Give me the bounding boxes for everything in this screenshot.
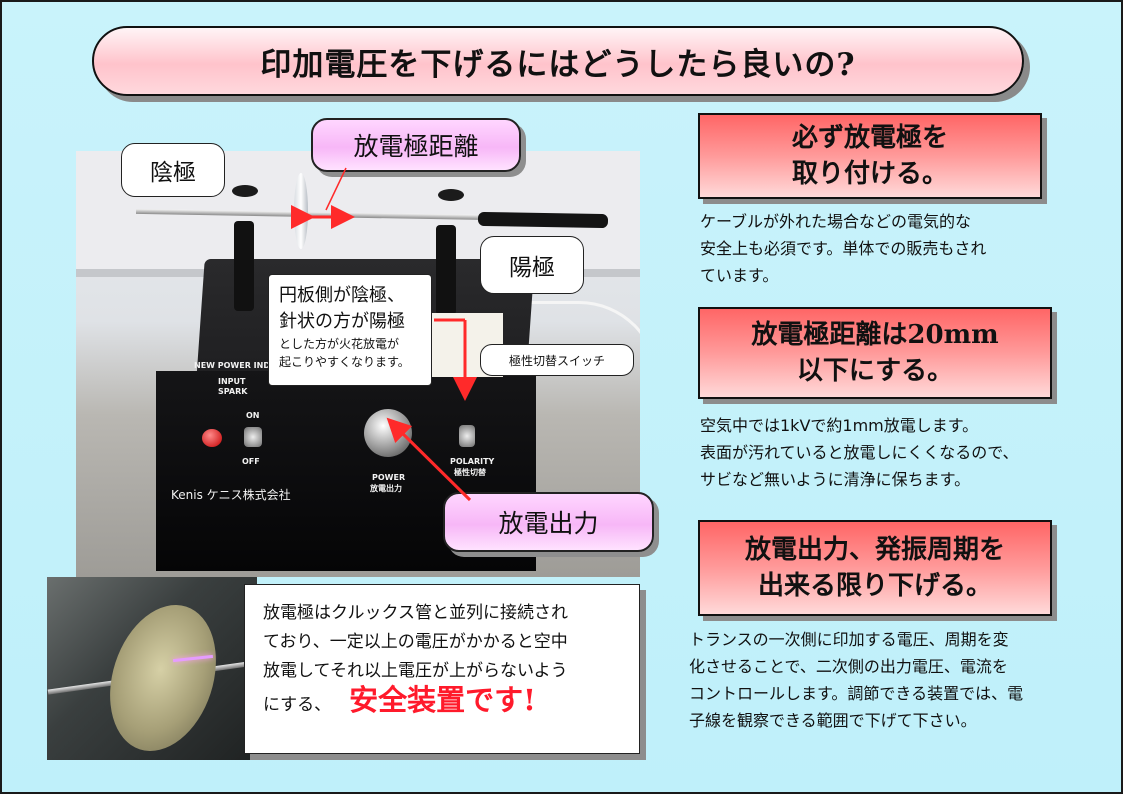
photo-panel-label: NEW POWER INDUCTION (194, 361, 305, 370)
polarity-note-line1: 円板側が陰極、 (279, 285, 405, 306)
point1-heading: 必ず放電極を 取り付ける。 (698, 113, 1042, 199)
photo-on-label: ON (246, 411, 260, 420)
point2-heading-line1: 放電極距離は20mm (751, 320, 999, 350)
point2-desc-line1: 空気中では1kVで約1mm放電します。 (700, 416, 979, 435)
safety-line1: 放電極はクルックス管と並列に接続され (263, 603, 568, 623)
photo-polarity-label: POLARITY (450, 457, 495, 466)
photo-input-label: INPUT (218, 377, 246, 386)
point3-heading-line1: 放電出力、発振周期を (744, 535, 1005, 565)
point1-desc-line3: ています。 (700, 266, 779, 285)
photo-power-jp: 放電出力 (370, 484, 402, 493)
safety-line4: にする、 (263, 695, 332, 715)
photo-polarity-switch (459, 425, 475, 447)
point2-desc-line3: サビなど無いように清浄に保ちます。 (700, 470, 971, 489)
safety-line2: ており、一定以上の電圧がかかると空中 (263, 632, 568, 652)
point3-desc-line3: コントロールします。調節できる装置では、電 (689, 684, 1024, 703)
point1-desc-line2: 安全上も必須です。単体での販売もされ (700, 239, 987, 258)
photo-cable (506, 301, 640, 464)
photo-power-switch (244, 427, 262, 447)
point1-desc-line1: ケーブルが外れた場合などの電気的な (700, 212, 972, 231)
polarity-note-line2: 針状の方が陽極 (279, 311, 405, 332)
anode-label: 陽極 (480, 236, 584, 294)
polarity-switch-label: 極性切替スイッチ (480, 344, 634, 376)
polarity-note-line3: とした方が火花放電が (279, 337, 400, 351)
polarity-note-line4: 起こりやすくなります。 (279, 355, 410, 369)
safety-emphasis: 安全装置です! (349, 683, 536, 717)
point1-heading-line1: 必ず放電極を (791, 123, 948, 153)
slide-title: 印加電圧を下げるにはどうしたら良いの? (92, 26, 1024, 96)
point3-desc-line2: 化させることで、二次側の出力電圧、電流を (689, 657, 1008, 676)
photo-pilot-lamp (202, 429, 222, 447)
point3-desc-line1: トランスの一次側に印加する電圧、周期を変 (689, 630, 1009, 649)
electrode-distance-label: 放電極距離 (311, 118, 521, 172)
point3-desc-line4: 子線を観察できる範囲で下げて下さい。 (689, 711, 977, 730)
point1-description: ケーブルが外れた場合などの電気的な 安全上も必須です。単体での販売もされ ていま… (700, 208, 1090, 289)
polarity-note: 円板側が陰極、 針状の方が陽極 とした方が火花放電が 起こりやすくなります。 (268, 274, 432, 386)
point3-heading: 放電出力、発振周期を 出来る限り下げる。 (698, 520, 1052, 616)
photo-anode-post (436, 225, 456, 315)
photo-power-label: POWER (372, 473, 406, 482)
electrode-closeup-photo (47, 577, 257, 760)
photo-polarity-jp: 極性切替 (454, 468, 486, 477)
discharge-output-label: 放電出力 (443, 492, 654, 552)
photo-output-dial (364, 409, 412, 457)
point2-desc-line2: 表面が汚れていると放電しにくくなるので、 (700, 443, 1019, 462)
point2-heading-line2: 以下にする。 (796, 356, 954, 386)
point3-description: トランスの一次側に印加する電圧、周期を変 化させることで、二次側の出力電圧、電流… (689, 626, 1099, 734)
photo-cathode-knob (232, 185, 258, 197)
photo-off-label: OFF (242, 457, 260, 466)
point2-heading: 放電極距離は20mm 以下にする。 (698, 307, 1052, 399)
cathode-label: 陰極 (121, 143, 225, 197)
photo-cathode-post (234, 221, 254, 311)
safety-line3: 放電してそれ以上電圧が上がらないよう (263, 661, 568, 681)
photo-spark-label: SPARK (218, 387, 248, 396)
safety-device-box: 放電極はクルックス管と並列に接続され ており、一定以上の電圧がかかると空中 放電… (244, 584, 640, 754)
safety-line4-wrap: にする、安全装置です! (263, 686, 621, 720)
photo-brand: Kenis ケニス株式会社 (171, 488, 291, 502)
photo-anode-knob (438, 189, 464, 201)
point3-heading-line2: 出来る限り下げる。 (757, 571, 992, 601)
closeup-disk (92, 591, 234, 760)
photo-disk-electrode (294, 173, 308, 249)
point1-heading-line2: 取り付ける。 (791, 159, 948, 189)
photo-rod-handle (477, 211, 609, 229)
point2-description: 空気中では1kVで約1mm放電します。 表面が汚れていると放電しにくくなるので、… (700, 412, 1100, 493)
